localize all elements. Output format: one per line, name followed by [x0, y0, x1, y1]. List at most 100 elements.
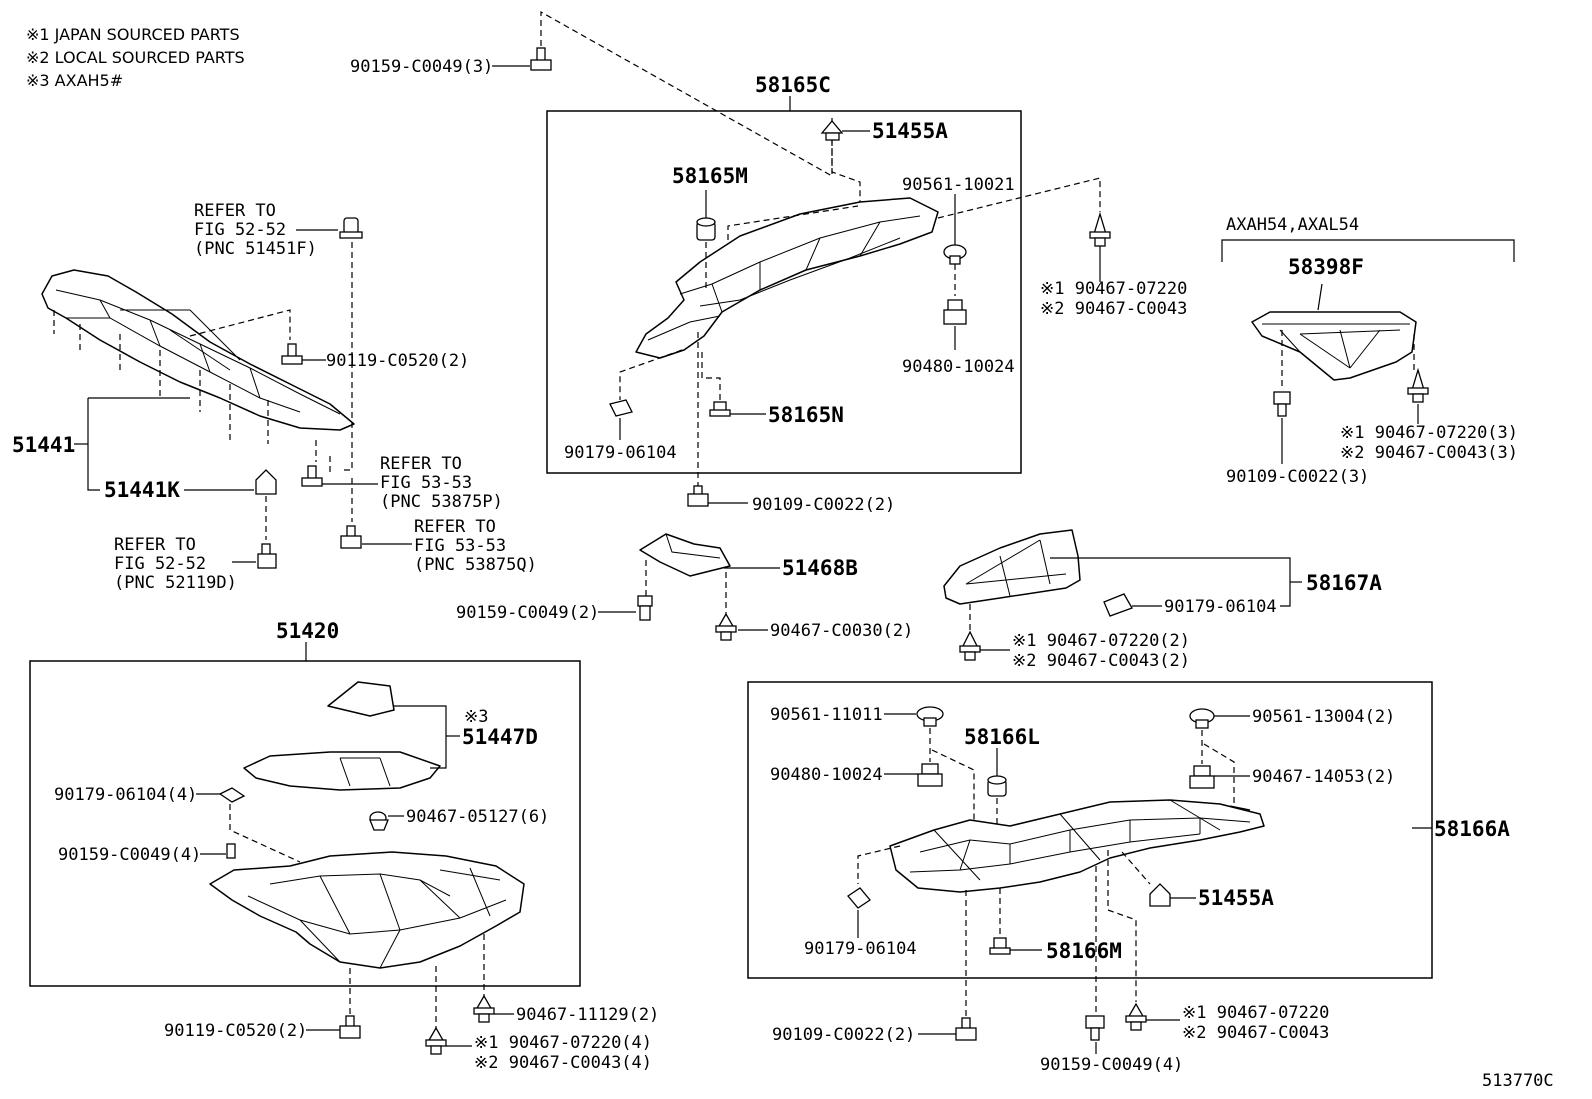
- grommet-icon-90561-10021: [943, 244, 967, 265]
- clip-icon-51455A-bottom: [1149, 883, 1171, 907]
- label-90467-07220-3: ※1 90467-07220(3): [1340, 423, 1518, 443]
- label-90159-C0049-3: 90159-C0049(3): [350, 57, 493, 77]
- label-51441K: 51441K: [104, 478, 180, 502]
- nut-icon-90467-14053: [1189, 765, 1215, 789]
- bolt-icon-90119-bottom: [339, 1015, 361, 1039]
- group-frame-58165C: [546, 110, 1022, 474]
- label-ref3-line1: REFER TO: [114, 535, 196, 555]
- bolt-icon-90159-4: [226, 843, 236, 859]
- label-90480-10024-bottom: 90480-10024: [770, 765, 883, 785]
- label-axah54: AXAH54,AXAL54: [1226, 215, 1359, 235]
- cover-part-58167A: [943, 529, 1081, 605]
- dash-58165C-top: [727, 205, 859, 240]
- edge-58166A: [1229, 805, 1251, 811]
- clip-icon-58166M: [989, 937, 1011, 955]
- label-ref4-line2: FIG 53-53: [414, 536, 506, 556]
- label-90467-05127-6: 90467-05127(6): [406, 807, 549, 827]
- label-90109-C0022-2-bottom: 90109-C0022(2): [772, 1025, 915, 1045]
- clip-icon-90467-07220-a: [1089, 211, 1111, 247]
- dash-90179-top: [619, 349, 683, 400]
- label-90179-06104-right: 90179-06104: [1164, 597, 1277, 617]
- nut-icon-90179-bottom: [847, 887, 871, 909]
- dash-58165N: [701, 352, 721, 400]
- label-51441: 51441: [12, 433, 75, 457]
- label-51447D: 51447D: [462, 725, 538, 749]
- bracket-part-58165C: [635, 197, 939, 359]
- label-90467-07220-a: ※1 90467-07220: [1040, 279, 1187, 299]
- group-frame-58166A: [747, 681, 1433, 979]
- dash-90179-4: [229, 804, 301, 863]
- label-58166A: 58166A: [1434, 817, 1510, 841]
- label-58398F: 58398F: [1288, 255, 1364, 279]
- clip-icon-90467-C0030: [715, 612, 737, 641]
- bolt-icon-90159-bottom4: [1085, 1015, 1105, 1041]
- clip-icon-58165M: [696, 217, 716, 241]
- label-ref4-line1: REFER TO: [414, 517, 496, 537]
- note-local-sourced: ※2 LOCAL SOURCED PARTS: [26, 48, 245, 67]
- label-90159-C0049-4-bottom: 90159-C0049(4): [1040, 1055, 1183, 1075]
- label-90467-07220-2: ※1 90467-07220(2): [1012, 631, 1190, 651]
- dash-90467-07220-b: [1107, 850, 1137, 1002]
- label-90467-C0043-2: ※2 90467-C0043(2): [1012, 651, 1190, 671]
- clip-icon-90467-07220-4: [425, 1026, 447, 1055]
- bolt-icon-90109-mid: [687, 485, 709, 507]
- label-90467-C0043-a: ※2 90467-C0043: [1040, 299, 1187, 319]
- nut-icon-90480-top: [943, 299, 967, 325]
- clip-icon-90467-07220-b: [1125, 1002, 1147, 1031]
- dash-ref-51451F: [340, 242, 353, 471]
- label-ref1-line3: (PNC 51451F): [194, 239, 317, 259]
- label-90159-C0049-2: 90159-C0049(2): [456, 603, 599, 623]
- note-axah5: ※3 AXAH5#: [26, 71, 123, 90]
- dash-path-90159-top: [540, 10, 833, 178]
- dash-ref-53875P: [315, 440, 331, 474]
- bracket-axah54: [1221, 239, 1515, 262]
- cover-part-51447D-frame: [243, 751, 441, 791]
- bolt-icon-ref-52119D: [257, 543, 277, 569]
- bolt-icon-90109-bottom: [955, 1017, 977, 1041]
- bolt-icon-ref-53875Q: [340, 525, 362, 549]
- figure-code: 513770C: [1482, 1071, 1554, 1091]
- label-90467-C0043-b: ※2 90467-C0043: [1182, 1023, 1329, 1043]
- clip-icon-90467-11129: [473, 994, 495, 1023]
- reinforcement-part-51441: [41, 269, 355, 431]
- label-51420: 51420: [276, 619, 339, 643]
- label-58165M: 58165M: [672, 164, 748, 188]
- undercover-part-58166A: [889, 799, 1265, 893]
- label-51468B: 51468B: [782, 556, 858, 580]
- dash-90480-bottom: [931, 749, 975, 826]
- label-ref3-line3: (PNC 52119D): [114, 573, 237, 593]
- leader-58398F: [1317, 283, 1323, 311]
- label-90119-C0520-2-top: 90119-C0520(2): [326, 351, 469, 371]
- bolt-icon-90119-top: [281, 343, 303, 365]
- label-90179-06104-top: 90179-06104: [564, 443, 677, 463]
- bolt-icon-90159-2: [637, 595, 653, 621]
- grommet-icon-90561-13004: [1189, 708, 1215, 729]
- label-90467-14053-2: 90467-14053(2): [1252, 767, 1395, 787]
- clip-icon-51441K: [255, 469, 277, 495]
- label-90467-C0030-2: 90467-C0030(2): [770, 621, 913, 641]
- undercover-part-51420: [209, 851, 525, 969]
- label-ref2-line2: FIG 53-53: [380, 473, 472, 493]
- cover-part-58398F: [1251, 311, 1417, 381]
- label-90179-06104-4: 90179-06104(4): [54, 785, 197, 805]
- label-ref1-line2: FIG 52-52: [194, 220, 286, 240]
- bolt-icon-90109-3: [1273, 391, 1291, 417]
- label-58166L: 58166L: [964, 725, 1040, 749]
- label-90467-07220-4: ※1 90467-07220(4): [474, 1033, 652, 1053]
- dash-51455A-bottom: [1121, 851, 1151, 885]
- clip-icon-ref-51451F: [339, 217, 363, 239]
- label-ref1-line1: REFER TO: [194, 201, 276, 221]
- cover-part-51447D-small: [327, 681, 395, 717]
- label-ref4-line3: (PNC 53875Q): [414, 555, 537, 575]
- dash-90179-bottom: [857, 845, 901, 884]
- nut-icon-90179-4: [218, 787, 246, 803]
- label-90467-11129-2: 90467-11129(2): [516, 1005, 659, 1025]
- label-51447D-note: ※3: [464, 707, 488, 727]
- clip-icon-58165N: [709, 401, 731, 417]
- clip-icon-58166L: [987, 775, 1007, 797]
- label-90467-C0043-4: ※2 90467-C0043(4): [474, 1053, 652, 1073]
- clip-icon-90467-07220-3: [1407, 367, 1429, 403]
- label-ref2-line1: REFER TO: [380, 454, 462, 474]
- label-90109-C0022-3: 90109-C0022(3): [1226, 467, 1369, 487]
